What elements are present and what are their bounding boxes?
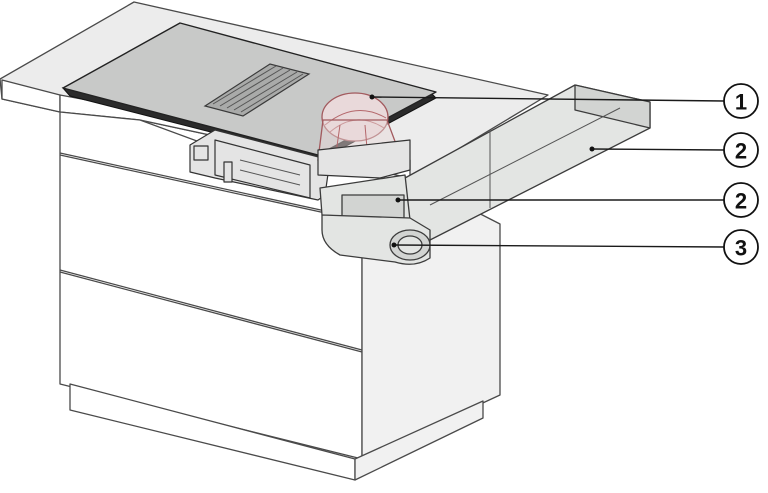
callout-2-connector: 2 (395, 182, 759, 218)
kitchen-cabinet (59, 111, 501, 481)
callout-1: 1 (369, 83, 759, 119)
extractor-motor-unit (189, 129, 331, 201)
callout-1-label: 1 (735, 90, 747, 115)
callout-2-channel: 2 (589, 132, 759, 168)
flat-duct-channel (404, 84, 651, 241)
callout-2-label-b: 2 (735, 189, 747, 214)
callout-3-label: 3 (735, 236, 747, 261)
extractor-vent (203, 63, 311, 117)
recirculation-filter (317, 92, 411, 179)
callout-3: 3 (391, 229, 759, 265)
duct-connector (319, 174, 411, 221)
callout-2-label-a: 2 (735, 139, 747, 164)
